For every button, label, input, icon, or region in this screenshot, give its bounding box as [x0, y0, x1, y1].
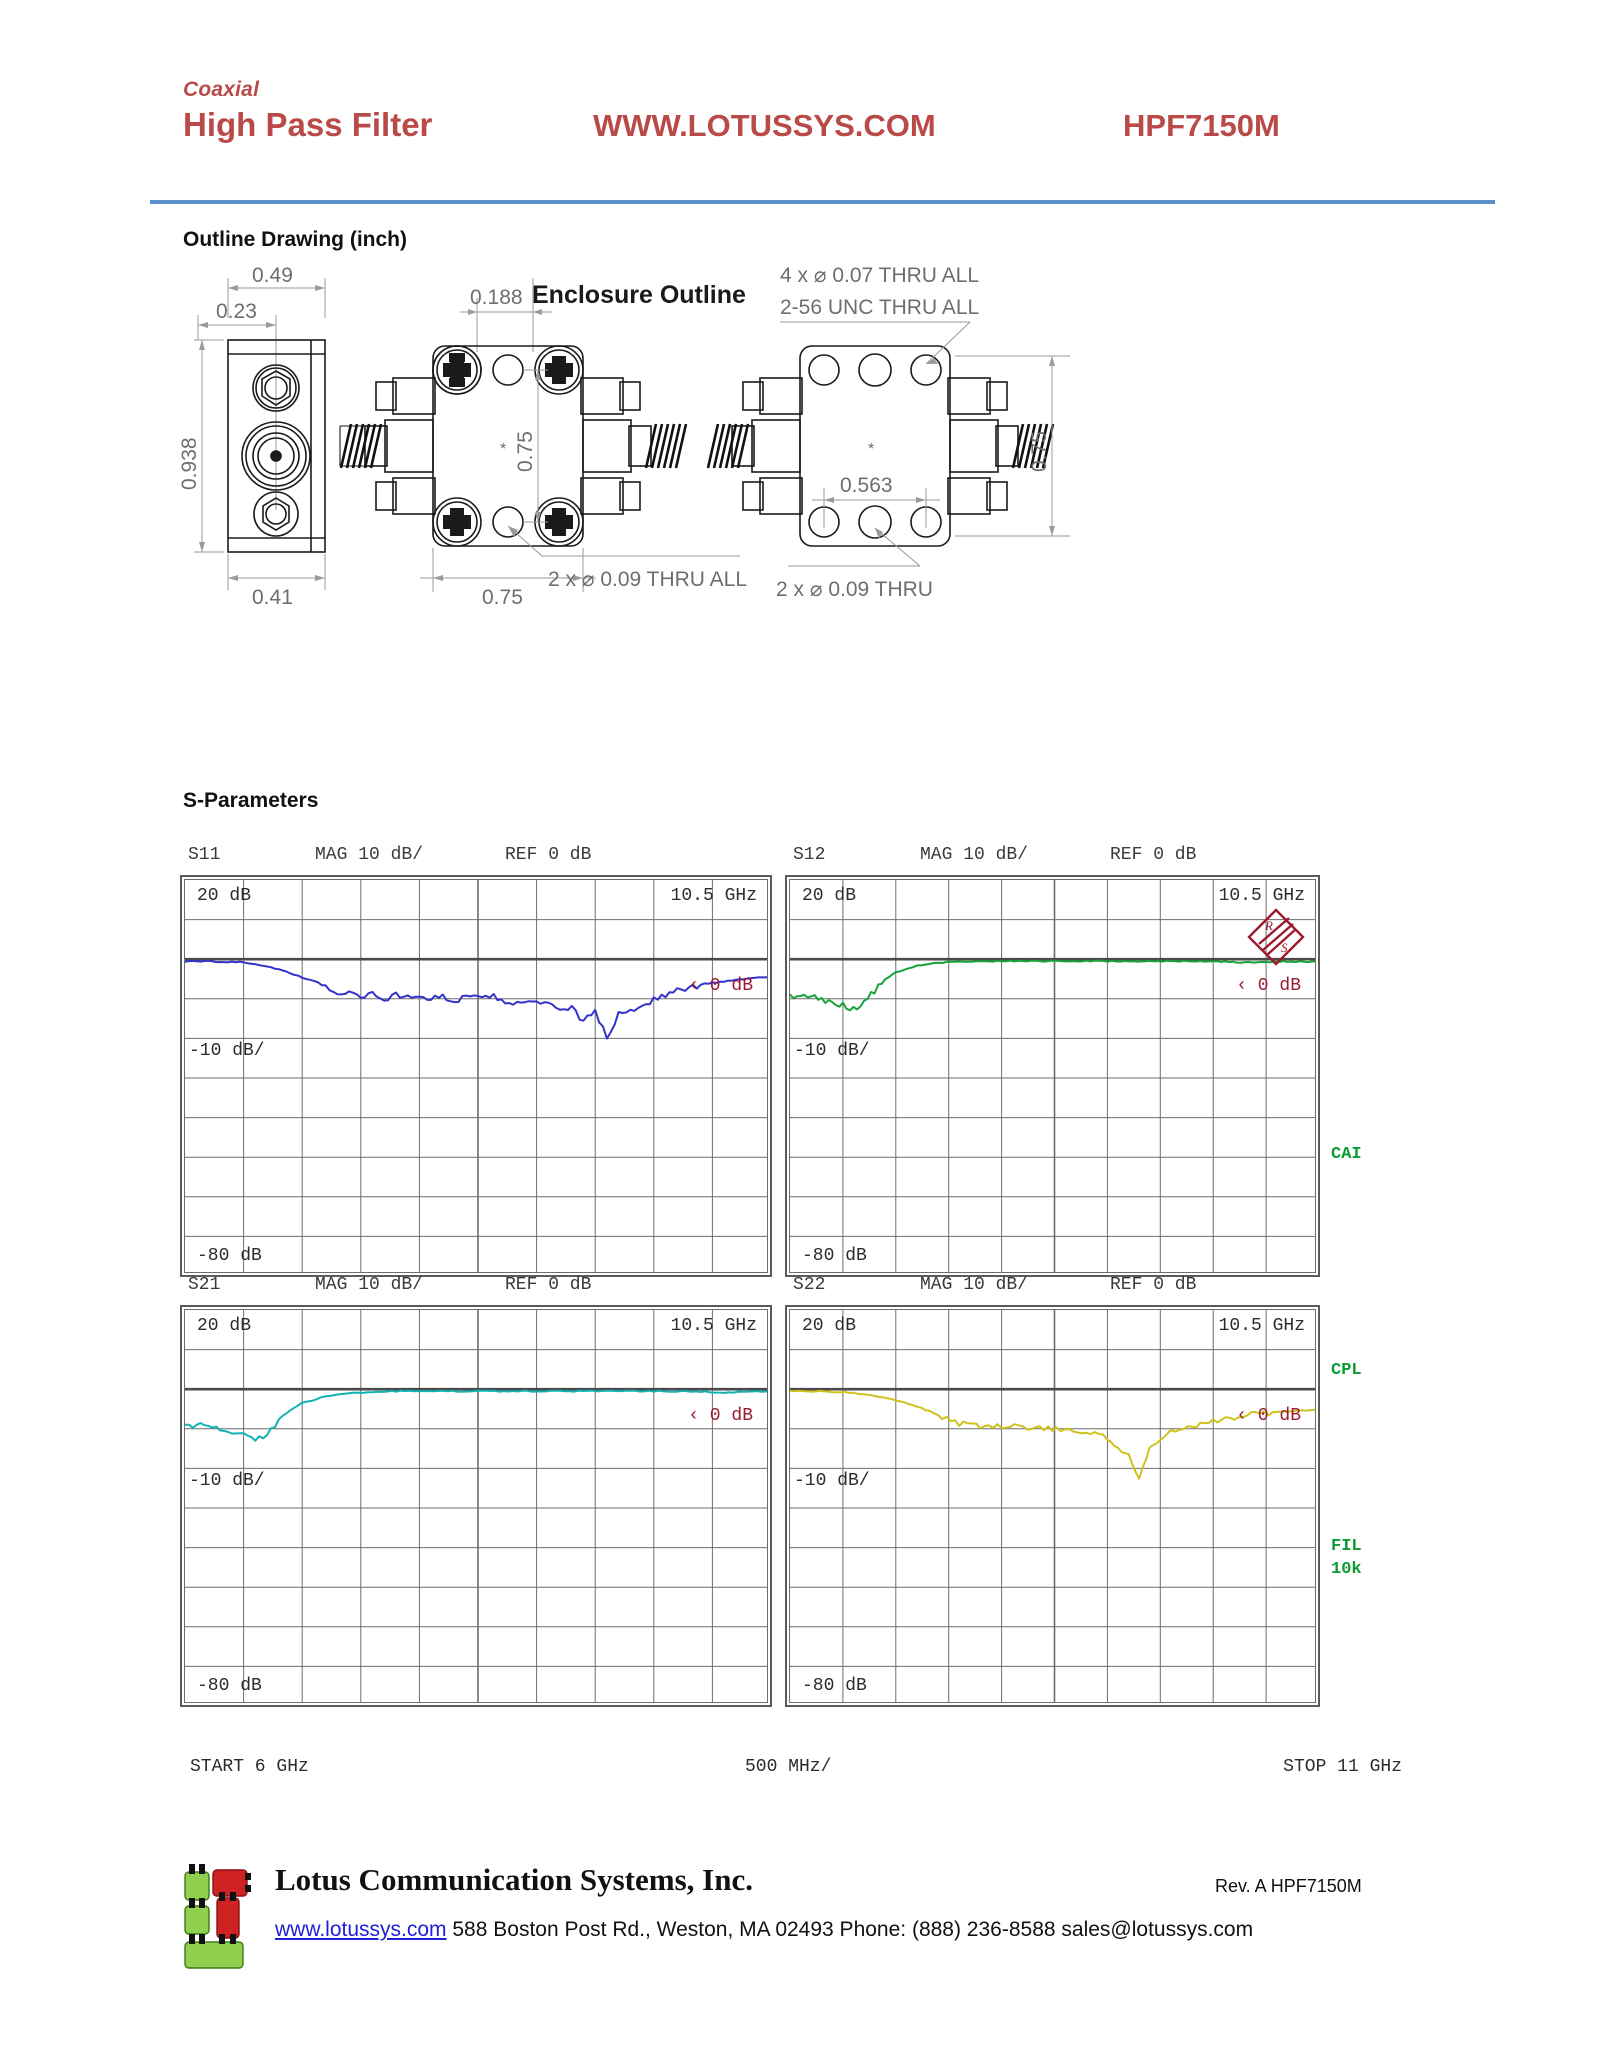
dim-bottom-hole-span: 0.563 [840, 474, 893, 497]
axis-step-label: 500 MHz/ [745, 1757, 832, 1777]
dim-right-height: 0.75 [1028, 431, 1051, 472]
chart-s21-top-label: 20 dB [197, 1316, 252, 1336]
chart-s22-reference: REF 0 dB [1110, 1275, 1197, 1295]
chart-s12-bottom-label: -80 dB [802, 1246, 867, 1266]
chart-s11-per-div: -10 dB/ [189, 1041, 265, 1061]
chart-s11-format: MAG 10 dB/ [315, 845, 424, 865]
chart-s11-title: S11 [188, 845, 221, 865]
outline-drawing-heading: Outline Drawing (inch) [183, 228, 407, 251]
svg-text:S: S [1281, 940, 1288, 955]
chart-s22-side-label-10k: 10k [1331, 1560, 1362, 1579]
callout-2x-thru: 2 x ⌀ 0.09 THRU [776, 578, 933, 601]
svg-text:*: * [868, 441, 874, 458]
chart-s12-freq-marker: 10.5 GHz [1218, 886, 1305, 906]
dim-top-height: 0.75 [514, 431, 537, 472]
outline-drawing-svg: * [180, 264, 1070, 609]
lotus-logo-icon [184, 1864, 251, 1969]
callout-4x-thru: 4 x ⌀ 0.07 THRU ALL [780, 264, 979, 287]
s-parameters-heading: S-Parameters [183, 789, 319, 812]
chart-s11-bottom-label: -80 dB [197, 1246, 262, 1266]
chart-s11-top-label: 20 dB [197, 886, 252, 906]
chart-s12-header: S12 MAG 10 dB/ REF 0 dB [785, 845, 1320, 873]
chart-s12-reference: REF 0 dB [1110, 845, 1197, 865]
page-title: High Pass Filter [183, 106, 433, 143]
callout-2-56-unc: 2-56 UNC THRU ALL [780, 296, 979, 319]
chart-s21-ref-marker: ‹ 0 dB [688, 1406, 753, 1426]
axis-start-label: START 6 GHz [190, 1757, 309, 1777]
chart-s21-bottom-label: -80 dB [197, 1676, 262, 1696]
enclosure-outline-title: Enclosure Outline [532, 281, 746, 309]
chart-s21-freq-marker: 10.5 GHz [670, 1316, 757, 1336]
chart-s22-bottom-label: -80 dB [802, 1676, 867, 1696]
dim-top-hole-offset: 0.188 [470, 286, 523, 309]
chart-s21-reference: REF 0 dB [505, 1275, 592, 1295]
chart-s21-format: MAG 10 dB/ [315, 1275, 424, 1295]
chart-s11-reference: REF 0 dB [505, 845, 592, 865]
dim-front-hole-offset: 0.23 [216, 300, 257, 323]
header-part-number: HPF7150M [1123, 108, 1280, 143]
page-header: Coaxial High Pass Filter WWW.LOTUSSYS.CO… [183, 78, 1417, 170]
chart-s22-format: MAG 10 dB/ [920, 1275, 1029, 1295]
chart-s21-per-div: -10 dB/ [189, 1471, 265, 1491]
footer-company-name: Lotus Communication Systems, Inc. [275, 1862, 753, 1897]
chart-s22-title: S22 [793, 1275, 826, 1295]
dim-front-height: 0.938 [180, 437, 201, 490]
chart-s21-title: S21 [188, 1275, 221, 1295]
footer-revision: Rev. A HPF7150M [1215, 1876, 1362, 1896]
chart-s22-side-label-fil: FIL [1331, 1537, 1362, 1556]
chart-s21-header: S21 MAG 10 dB/ REF 0 dB [180, 1275, 772, 1303]
chart-s12-top-label: 20 dB [802, 886, 857, 906]
chart-s12-per-div: -10 dB/ [794, 1041, 870, 1061]
svg-text:*: * [500, 441, 506, 458]
chart-s12-ref-marker: ‹ 0 dB [1236, 976, 1301, 996]
chart-s11-freq-marker: 10.5 GHz [670, 886, 757, 906]
svg-text:R: R [1264, 918, 1273, 933]
outline-drawing: * [180, 260, 1360, 780]
chart-s11-plot: 20 dB 10.5 GHz -10 dB/ -80 dB ‹ 0 dB [180, 875, 772, 1277]
chart-s11-ref-marker: ‹ 0 dB [688, 976, 753, 996]
dim-top-width: 0.75 [482, 586, 523, 609]
callout-2x-thru-all: 2 x ⌀ 0.09 THRU ALL [548, 568, 747, 591]
page-footer: Lotus Communication Systems, Inc. Rev. A… [183, 1848, 1423, 1998]
header-kicker: Coaxial [183, 78, 260, 101]
axis-stop-label: STOP 11 GHz [1283, 1757, 1402, 1777]
footer-address-line: www.lotussys.com 588 Boston Post Rd., We… [275, 1918, 1253, 1942]
dim-front-depth: 0.41 [252, 586, 293, 609]
chart-s22-per-div: -10 dB/ [794, 1471, 870, 1491]
chart-s12-title: S12 [793, 845, 826, 865]
chart-s12-side-label: CAI [1331, 1145, 1362, 1164]
chart-s22-top-label: 20 dB [802, 1316, 857, 1336]
dim-front-width: 0.49 [252, 264, 293, 287]
s-parameter-charts: S11 MAG 10 dB/ REF 0 dB 20 dB 10.5 GHz -… [180, 845, 1420, 1795]
rohde-schwarz-logo-icon: R S [1247, 908, 1305, 966]
frequency-axis-footer: START 6 GHz 500 MHz/ STOP 11 GHz [180, 1757, 1420, 1785]
header-divider [150, 200, 1495, 204]
header-website[interactable]: WWW.LOTUSSYS.COM [593, 108, 936, 143]
chart-s21-plot: 20 dB 10.5 GHz -10 dB/ -80 dB ‹ 0 dB [180, 1305, 772, 1707]
chart-s22-plot: 20 dB 10.5 GHz -10 dB/ -80 dB ‹ 0 dB [785, 1305, 1320, 1707]
footer-address-text: 588 Boston Post Rd., Weston, MA 02493 Ph… [446, 1918, 1254, 1941]
chart-s22-header: S22 MAG 10 dB/ REF 0 dB [785, 1275, 1320, 1303]
chart-s22-side-label-cpl: CPL [1331, 1361, 1362, 1380]
chart-s12-format: MAG 10 dB/ [920, 845, 1029, 865]
footer-website-link[interactable]: www.lotussys.com [275, 1918, 447, 1941]
chart-s22-ref-marker: ‹ 0 dB [1236, 1406, 1301, 1426]
chart-s22-freq-marker: 10.5 GHz [1218, 1316, 1305, 1336]
chart-s11-header: S11 MAG 10 dB/ REF 0 dB [180, 845, 772, 873]
chart-s12-plot: 20 dB 10.5 GHz -10 dB/ -80 dB ‹ 0 dB R [785, 875, 1320, 1277]
